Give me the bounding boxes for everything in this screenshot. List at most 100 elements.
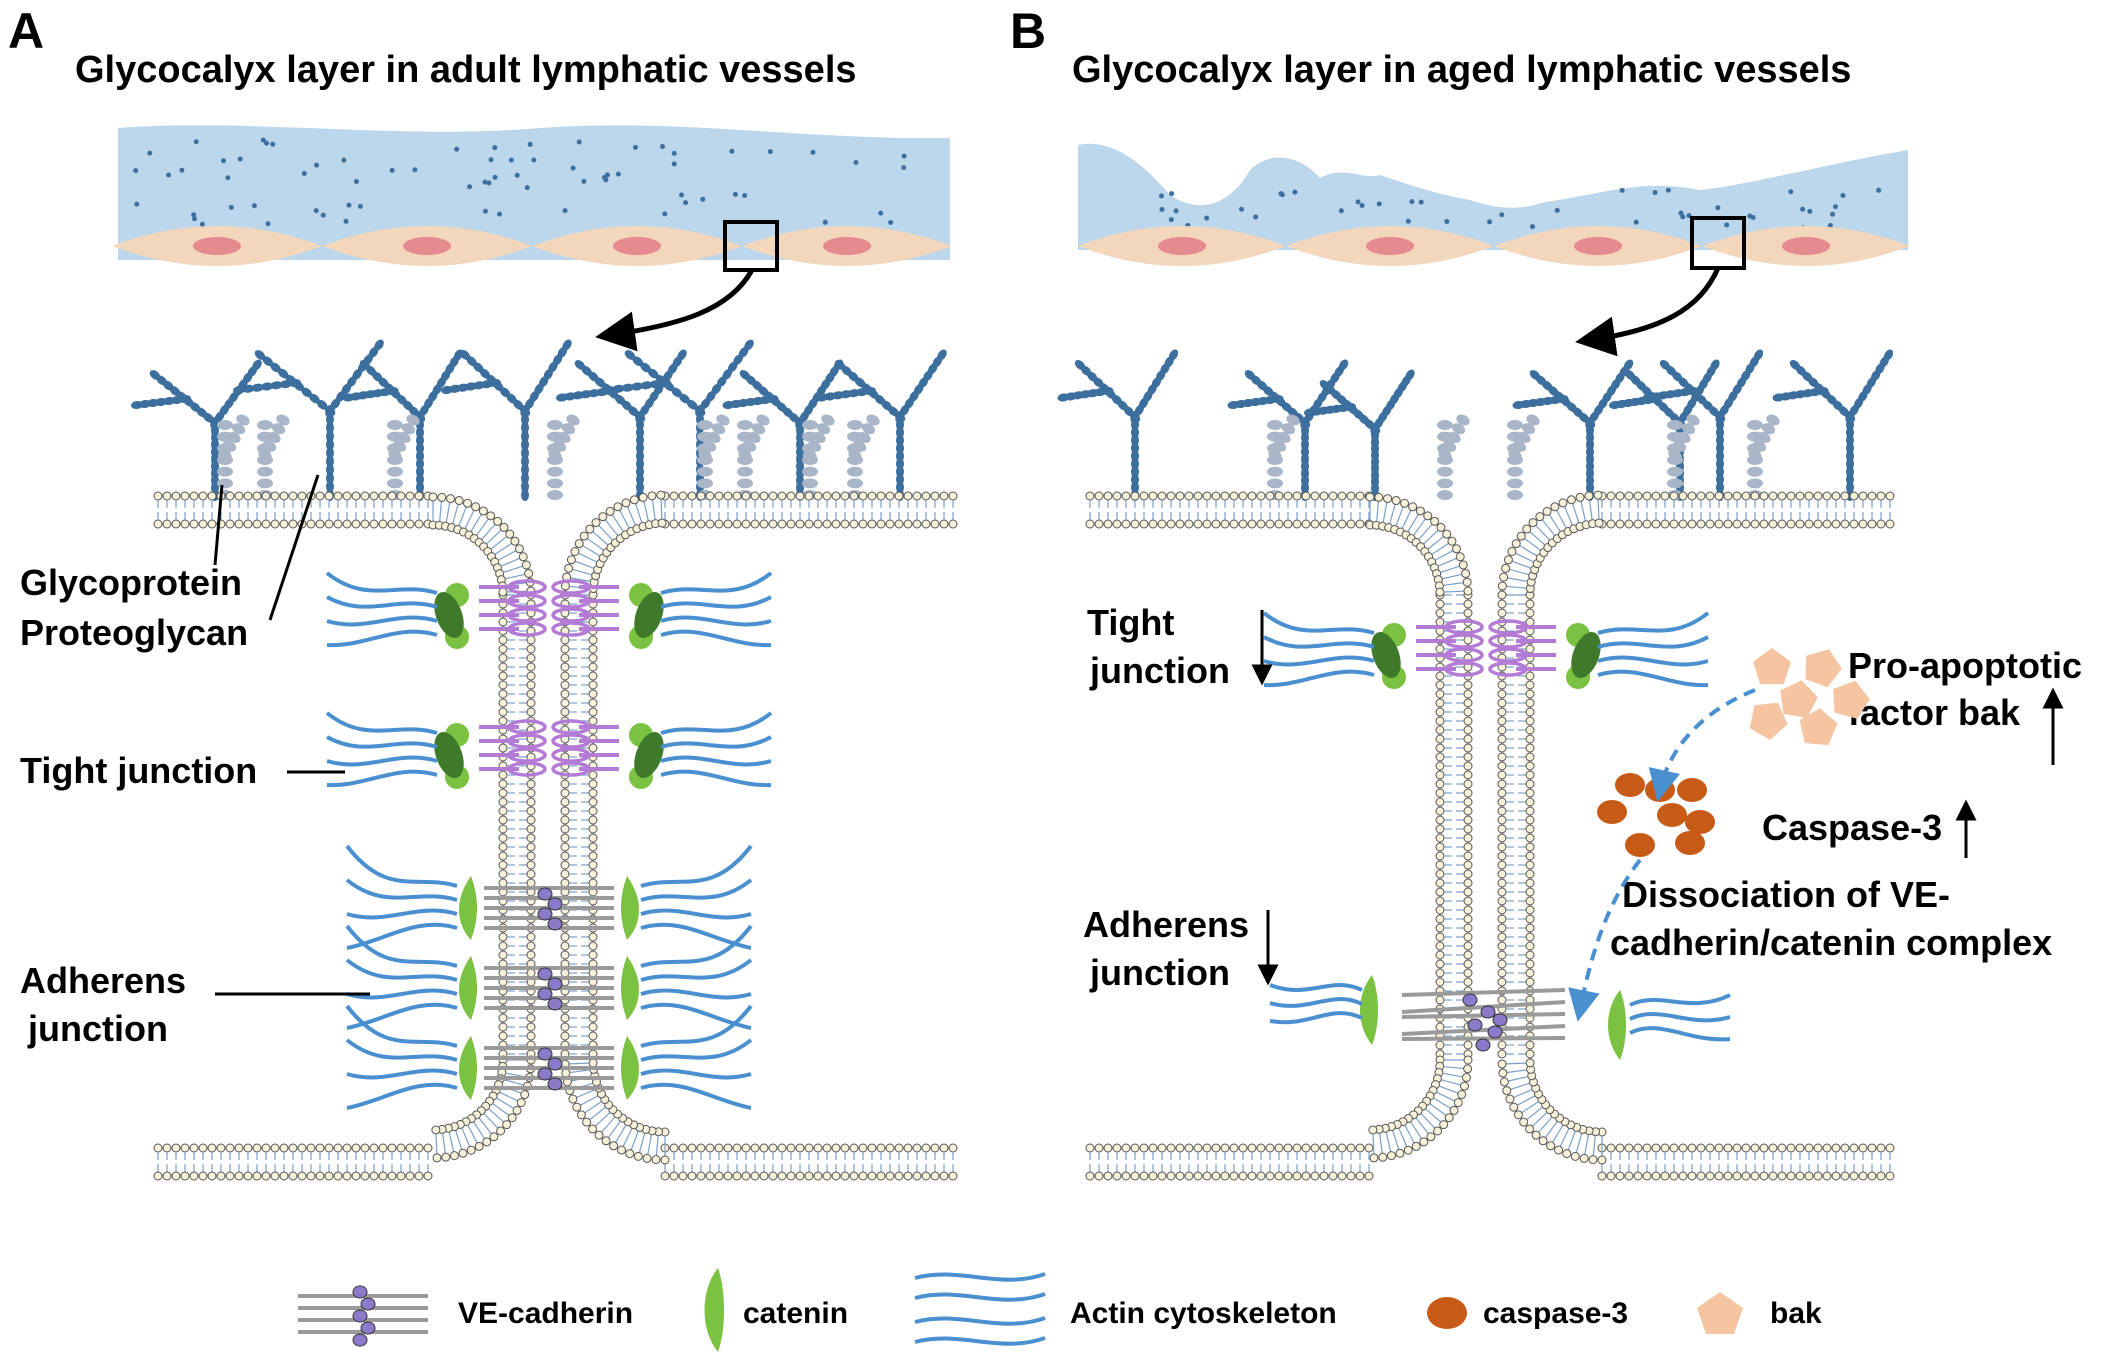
glycan-bead [326, 455, 334, 468]
lipid-head [1139, 1143, 1149, 1153]
lipid-tail [1438, 557, 1457, 567]
lipid-head [1705, 519, 1715, 529]
lipid-head [638, 492, 648, 502]
glycan-bead [1526, 414, 1540, 426]
lipid-head [1525, 959, 1535, 969]
lipid-head [1876, 519, 1886, 529]
lipid-head [1247, 491, 1257, 501]
lipid-head [1525, 815, 1535, 825]
glycan-bead [217, 466, 233, 477]
glycan-bead [1447, 432, 1461, 443]
lipid-head [207, 1143, 217, 1153]
lipid-head [1750, 1171, 1760, 1181]
lipid-head [279, 1143, 289, 1153]
occludin-loop [1444, 633, 1484, 649]
lipid-head [1292, 1171, 1302, 1181]
lipid-head [428, 492, 438, 502]
lipid-head [1813, 491, 1823, 501]
catenin [459, 1036, 477, 1100]
lipid-head [1723, 1143, 1733, 1153]
lipid-head [588, 635, 598, 645]
glycan-bead [566, 414, 580, 426]
lipid-head [1593, 490, 1603, 500]
lipid-head [1497, 599, 1507, 609]
lipid-head [1741, 519, 1751, 529]
glycan-bead [521, 430, 529, 443]
lipid-head [1813, 1171, 1823, 1181]
glycocalyx-dot [1168, 217, 1174, 223]
lipid-head [423, 1143, 433, 1153]
lipid-head [498, 770, 508, 780]
lipid-head [750, 1171, 760, 1181]
glycan-bead [387, 420, 403, 430]
panel-a-vessel-strip [112, 125, 952, 352]
lipid-head [813, 1171, 823, 1181]
lipid-head [498, 653, 508, 663]
lipid-head [1463, 815, 1473, 825]
lipid-head [621, 498, 631, 508]
lipid-head [588, 671, 598, 681]
glycan-bead [1681, 423, 1696, 435]
lipid-head [1732, 491, 1742, 501]
lipid-head [1750, 491, 1760, 501]
lipid-head [1525, 1058, 1535, 1068]
glycan-bead [301, 387, 312, 398]
lipid-head [560, 797, 570, 807]
lipid-head [333, 1171, 343, 1181]
ve-cadherin-strand [1401, 1024, 1566, 1036]
lipid-head [369, 1171, 379, 1181]
lipid-head [1885, 1171, 1895, 1181]
lipid-head [498, 824, 508, 834]
ve-cadherin-bead [537, 1047, 553, 1061]
glycocalyx-dot [570, 165, 576, 171]
lipid-head [1211, 491, 1221, 501]
actin-fiber [914, 1292, 1046, 1302]
lipid-head [1435, 914, 1445, 924]
occludin-loop [507, 761, 547, 777]
lipid-tail [1513, 1089, 1533, 1098]
lipid-head [1148, 1143, 1158, 1153]
occludin-loop [1488, 661, 1528, 677]
lipid-head [840, 1143, 850, 1153]
lipid-head [1094, 519, 1104, 529]
lipid-head [786, 1143, 796, 1153]
occludin-loop [1488, 633, 1528, 649]
actin-fiber [640, 988, 752, 1000]
lipid-head [225, 1171, 235, 1181]
lipid-head [162, 1171, 172, 1181]
lipid-head [858, 1171, 868, 1181]
glycocalyx-dot [134, 201, 140, 207]
glycan-bead [1686, 414, 1700, 426]
lipid-head [591, 518, 601, 528]
glycan-bead [686, 399, 698, 410]
glycan-bead [707, 432, 721, 443]
glycocalyx-dot [1499, 212, 1505, 218]
ve-cadherin-strand [1401, 988, 1566, 997]
lipid-head [560, 671, 570, 681]
lipid-head [1606, 1171, 1616, 1181]
glycocalyx-dot [1359, 202, 1365, 208]
lipid-head [270, 519, 280, 529]
glycocalyx-dot [683, 200, 689, 206]
occludin-loop [1444, 647, 1484, 663]
lipid-head [678, 491, 688, 501]
lipid-head [576, 1110, 586, 1120]
lipid-head [1461, 1073, 1471, 1083]
glycan-bead [648, 368, 659, 379]
lipid-head [588, 1022, 598, 1032]
lipid-head [678, 1171, 688, 1181]
lipid-head [1193, 1171, 1203, 1181]
lipid-head [867, 519, 877, 529]
glycocalyx-dot [1747, 213, 1753, 219]
glycocalyx-dot [1619, 187, 1625, 193]
lipid-head [1463, 887, 1473, 897]
lipid-head [189, 519, 199, 529]
lipid-head [1505, 1094, 1515, 1104]
lipid-head [840, 1171, 850, 1181]
lipid-head [1220, 1143, 1230, 1153]
lipid-tail [1418, 524, 1433, 540]
lipid-head [912, 491, 922, 501]
lipid-head [1229, 491, 1239, 501]
lipid-tail [1597, 499, 1600, 519]
lipid-head [1525, 869, 1535, 879]
